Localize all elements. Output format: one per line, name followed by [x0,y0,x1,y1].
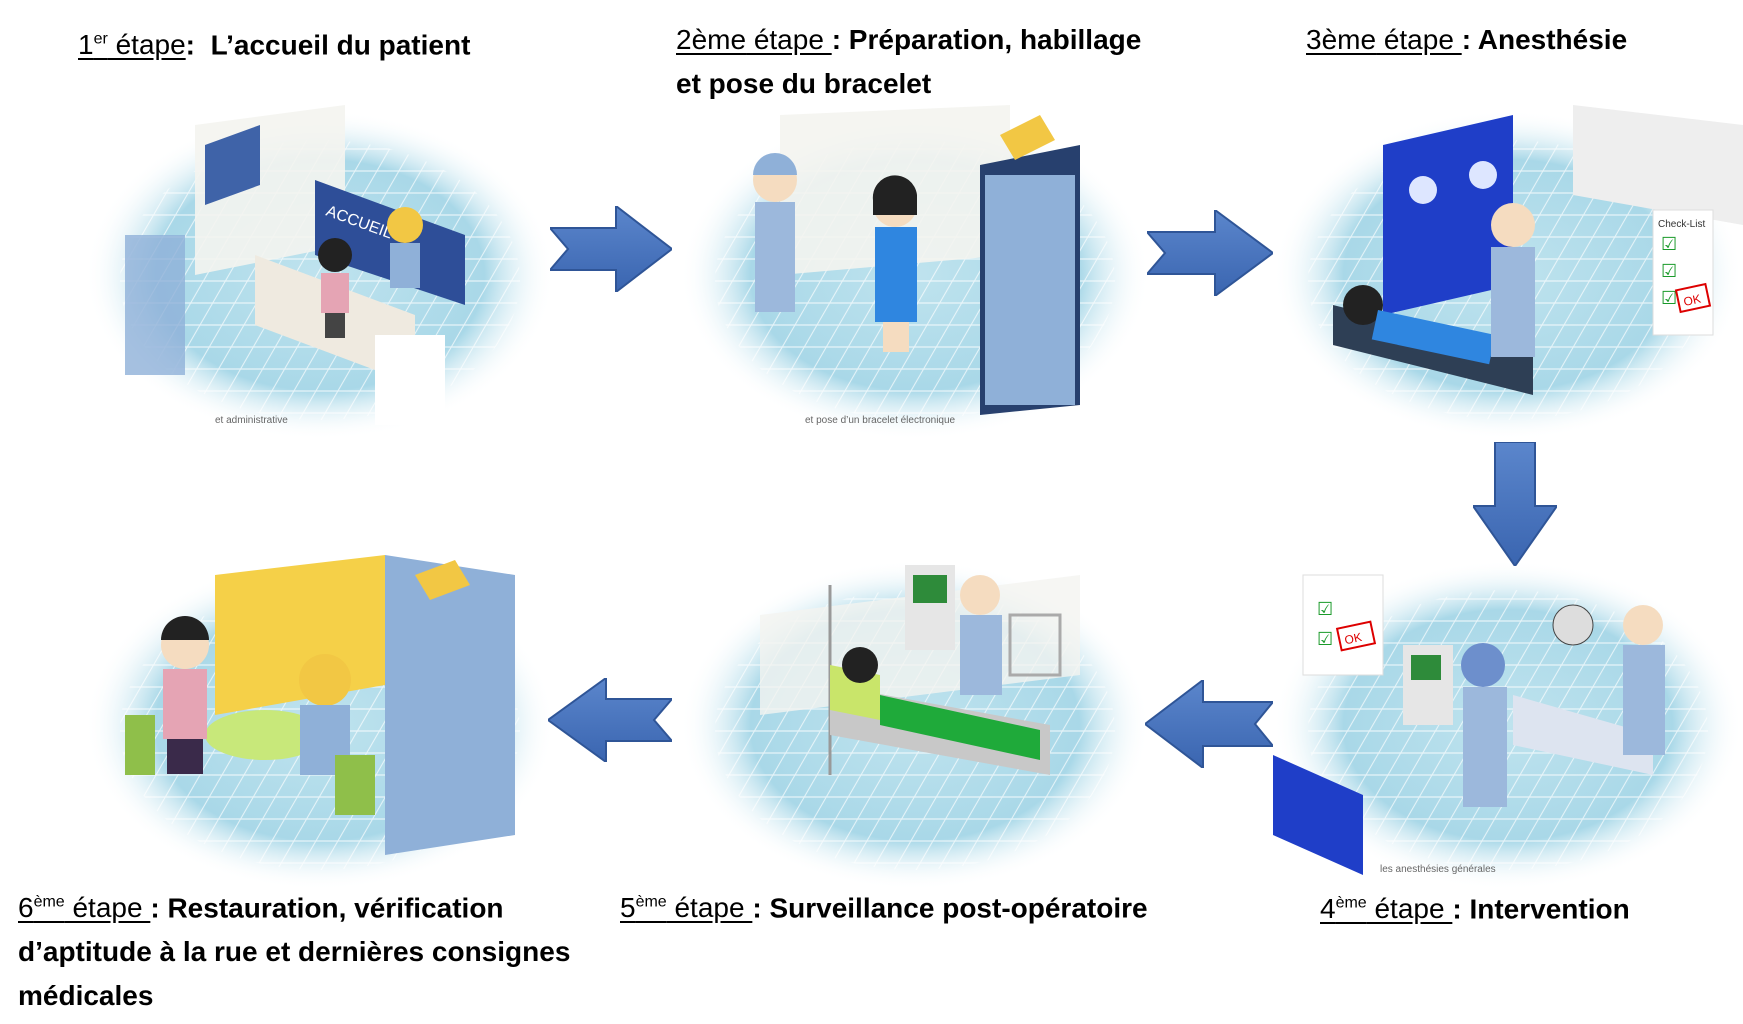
step-2-title: 2ème étape : Préparation, habillage et p… [676,24,1142,99]
arrow-down-icon [1473,442,1557,566]
ok-stamp: OK [1682,292,1702,309]
check-icon: ☑ [1317,599,1333,619]
scene-intervention: ☑ ☑ OK [1273,560,1743,890]
arrow-right-icon [1147,210,1273,296]
scene-restoration [85,555,555,890]
check-icon: ☑ [1661,288,1677,308]
arrow-step2-to-step3 [1147,210,1273,296]
ok-stamp: OK [1343,630,1363,647]
step-5-title: 5ème étape : Surveillance post-opératoir… [620,892,1148,924]
scene-2-caption: et pose d’un bracelet électronique [805,415,956,426]
scene-anesthesia: Check-List ☑ ☑ ☑ OK [1273,105,1743,440]
check-icon: ☑ [1661,234,1677,254]
scene-1-caption: et administrative [215,415,288,426]
check-icon: ☑ [1317,629,1333,649]
scene-4-caption: les anesthésies générales [1380,864,1496,875]
arrow-step1-to-step2 [550,206,672,292]
check-icon: ☑ [1661,261,1677,281]
arrow-left-icon [548,678,672,762]
checklist-label: Check-List [1658,219,1705,230]
arrow-step4-to-step5 [1145,680,1273,768]
scene-preparation [680,105,1150,440]
arrow-left-icon [1145,680,1273,768]
step-1-title: 1er étape: L’accueil du patient [78,29,471,61]
arrow-step3-to-step4 [1473,442,1557,566]
step-4-title: 4ème étape : Intervention [1320,893,1630,925]
arrow-step5-to-step6 [548,678,672,762]
scene-recovery [680,560,1150,890]
step-3-title: 3ème étape : Anesthésie [1306,24,1628,55]
step-6-title: 6ème étape : Restauration, vérification … [18,892,571,1012]
scene-reception: ACCUEIL [85,105,555,440]
arrow-right-icon [550,206,672,292]
